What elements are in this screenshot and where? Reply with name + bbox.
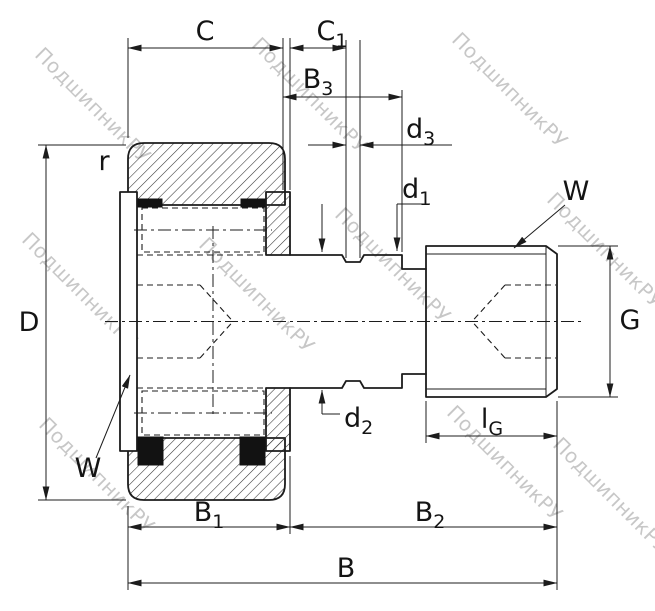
dim-B: B [127,553,558,587]
right-socket-cone [471,284,506,322]
bearing-geometry [105,142,585,501]
stud-collar [265,191,291,452]
label-B3: B3 [303,64,334,100]
label-lG: lG [481,404,503,440]
dim-r: r [98,146,110,177]
dim-d3: d3 [308,40,452,258]
label-C: C [196,16,215,47]
watermark-text: ПодшипникРУ [330,202,455,327]
label-r: r [98,146,110,177]
dim-lG: lG [425,401,558,590]
label-d1: d1 [402,174,431,210]
label-W-top: W [563,176,590,207]
needle-rollers [134,207,272,436]
leader-line [95,374,131,459]
thread [425,245,558,398]
centerlines [105,226,585,416]
stud-hidden-right [471,284,556,359]
outer-ring-top-section [127,142,286,206]
label-G: G [620,305,641,336]
right-socket-cone [471,321,506,359]
seal-bottom-left [137,436,164,466]
left-socket-cone [199,284,234,322]
label-D: D [19,307,40,338]
label-C1: C1 [317,16,348,52]
label-W-bottom: W [75,453,102,484]
watermark-layer: ПодшипникРУ ПодшипникРУ ПодшипникРУ Подш… [17,27,655,557]
dim-W-bottom: W [75,374,131,484]
dim-B2: B2 [289,497,558,533]
dim-d1: d1 [393,174,431,252]
stud-profile [289,254,427,389]
label-B1: B1 [194,497,225,533]
dim-C1: C1 [289,16,348,258]
seal-bottom-right [239,436,266,466]
stud-bottom-outline [289,373,427,389]
dim-W-top: W [513,176,590,249]
dim-d2: d2 [318,204,373,439]
stud-hidden-left [137,254,266,389]
leader-line [513,204,566,249]
label-B: B [337,553,356,584]
label-B2: B2 [415,497,446,533]
collar-bottom-section [265,387,291,452]
dim-G: G [558,245,641,398]
label-d2: d2 [344,403,373,439]
dim-C: C [127,16,284,190]
dim-B1: B1 [127,456,291,590]
seal-top-left [137,198,163,208]
label-d3: d3 [406,114,435,150]
collar-top-section [265,191,291,256]
watermark-text: ПодшипникРУ [442,400,567,525]
seals [137,198,266,466]
watermark-text: ПодшипникРУ [542,187,655,312]
watermark-text: ПодшипникРУ [548,432,655,557]
watermark-text: ПодшипникРУ [247,32,372,157]
dim-D: D [19,144,126,501]
dim-B3: B3 [282,64,403,252]
watermark-text: ПодшипникРУ [447,27,572,152]
dimensions: C C1 B3 d3 d1 [19,16,641,590]
stud-top-outline [289,254,427,270]
seal-top-right [240,198,266,208]
left-socket-cone [199,321,234,359]
